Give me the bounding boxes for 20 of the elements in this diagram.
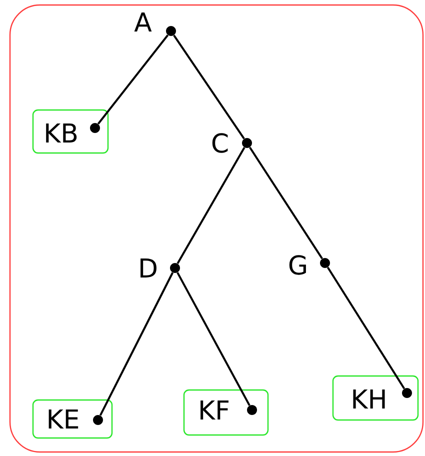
edge-line — [173, 34, 245, 140]
edge-line — [97, 34, 169, 125]
tree-node: A — [134, 12, 176, 36]
frame-box — [9, 4, 424, 453]
edge-line — [249, 146, 323, 260]
edge-line — [326, 266, 406, 390]
leaf-box: KE — [32, 399, 113, 439]
tree-node: G — [289, 255, 330, 275]
leaf-box: KB — [32, 109, 109, 154]
node-label: A — [134, 12, 152, 32]
edge-line — [99, 272, 174, 416]
node-label: C — [212, 133, 228, 153]
leaf-box: KF — [183, 389, 269, 436]
leaf-box: KH — [332, 375, 419, 421]
node-label: D — [140, 258, 156, 278]
edge-line — [176, 272, 250, 406]
edge-line — [176, 147, 246, 264]
tree-node: D — [140, 258, 180, 278]
tree-node: C — [212, 133, 252, 153]
node-label: G — [289, 255, 306, 275]
